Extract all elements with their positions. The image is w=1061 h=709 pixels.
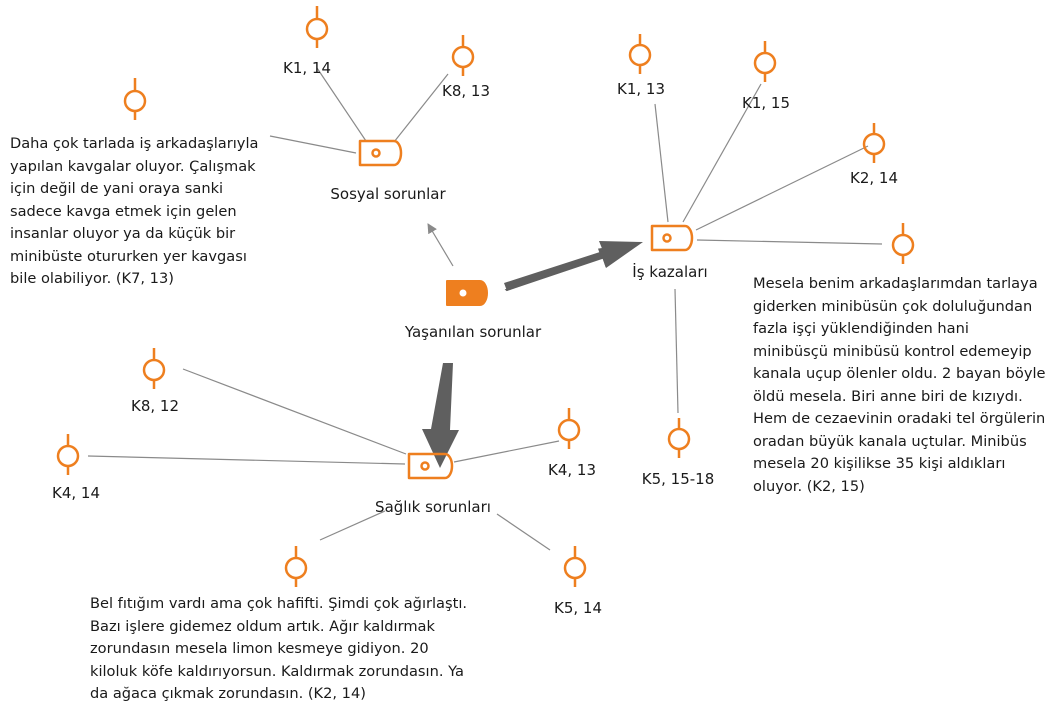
code-label-is-1: K1, 13 [616, 80, 666, 98]
tag-icon-is [650, 224, 694, 252]
edge-saglik-quote [319, 510, 386, 541]
segment-icon-saglik-k8-12 [142, 348, 166, 389]
category-label-sosyal: Sosyal sorunlar [330, 185, 446, 203]
arrow-root-is-body [504, 241, 643, 291]
edge-sosyal-k8-13 [393, 73, 449, 143]
code-label-saglik-2: K4, 14 [51, 484, 101, 502]
code-label-is-2: K1, 15 [741, 94, 791, 112]
tag-icons [358, 139, 694, 480]
edge-is-k5 [674, 288, 679, 414]
segment-icon-is-k1-15 [753, 41, 777, 82]
arrow-root-sosyal [427, 223, 454, 267]
code-label-is-3: K2, 14 [849, 169, 899, 187]
quote-is: Mesela benim arkadaşlarımdan tarlaya gid… [753, 275, 1046, 495]
segment-icon-sosyal-quote [123, 78, 147, 120]
tag-icon-sosyal [358, 139, 403, 167]
segment-icon-saglik-quote [284, 546, 308, 587]
code-label-saglik-1: K8, 12 [130, 397, 180, 415]
code-label-sosyal-2: K8, 13 [441, 82, 491, 100]
edge-saglik-k4-13 [453, 440, 560, 463]
edge-saglik-k5-14 [496, 513, 551, 551]
quote-sosyal: Daha çok tarlada iş arkadaşlarıyla yapıl… [10, 135, 259, 287]
segment-icon-is-k5 [667, 418, 691, 458]
segment-icon-sosyal-k8-13 [451, 35, 475, 76]
tag-icon-saglik [407, 452, 454, 480]
edge-is-k2-14 [695, 145, 869, 231]
segment-icon-sosyal-k1-14 [305, 6, 329, 48]
arrow-root-saglik [422, 363, 459, 468]
edge-saglik-k8-12 [182, 368, 407, 455]
code-label-is-4: K5, 15-18 [641, 470, 715, 488]
segment-icon-is-k2-14 [862, 123, 886, 163]
category-label-is: İş kazaları [632, 263, 708, 281]
root-label: Yaşanılan sorunlar [404, 323, 542, 341]
edge-is-k1-13 [654, 103, 669, 223]
category-label-saglik: Sağlık sorunları [375, 498, 491, 516]
code-label-sosyal-1: K1, 14 [282, 59, 332, 77]
segment-icon-is-k1-13 [628, 34, 652, 74]
code-label-saglik-3: K4, 13 [547, 461, 597, 479]
edge-is-quote [696, 239, 883, 245]
connector-lines [87, 67, 883, 551]
edge-saglik-k4-14 [87, 455, 406, 465]
edge-sosyal-quote [269, 135, 357, 154]
edge-is-k1-15 [682, 83, 762, 223]
segment-icon-saglik-k4-14 [56, 434, 80, 475]
segment-icon-saglik-k4-13 [557, 408, 581, 449]
quote-saglik: Bel fıtığım vardı ama çok hafifti. Şimdi… [90, 595, 468, 702]
edge-sosyal-k1-14 [316, 67, 367, 142]
segment-icon-saglik-k5-14 [563, 546, 587, 587]
segment-icons [56, 6, 915, 587]
segment-icon-is-quote [891, 223, 915, 264]
tag-icon-root [446, 280, 488, 306]
code-label-saglik-4: K5, 14 [553, 599, 603, 617]
